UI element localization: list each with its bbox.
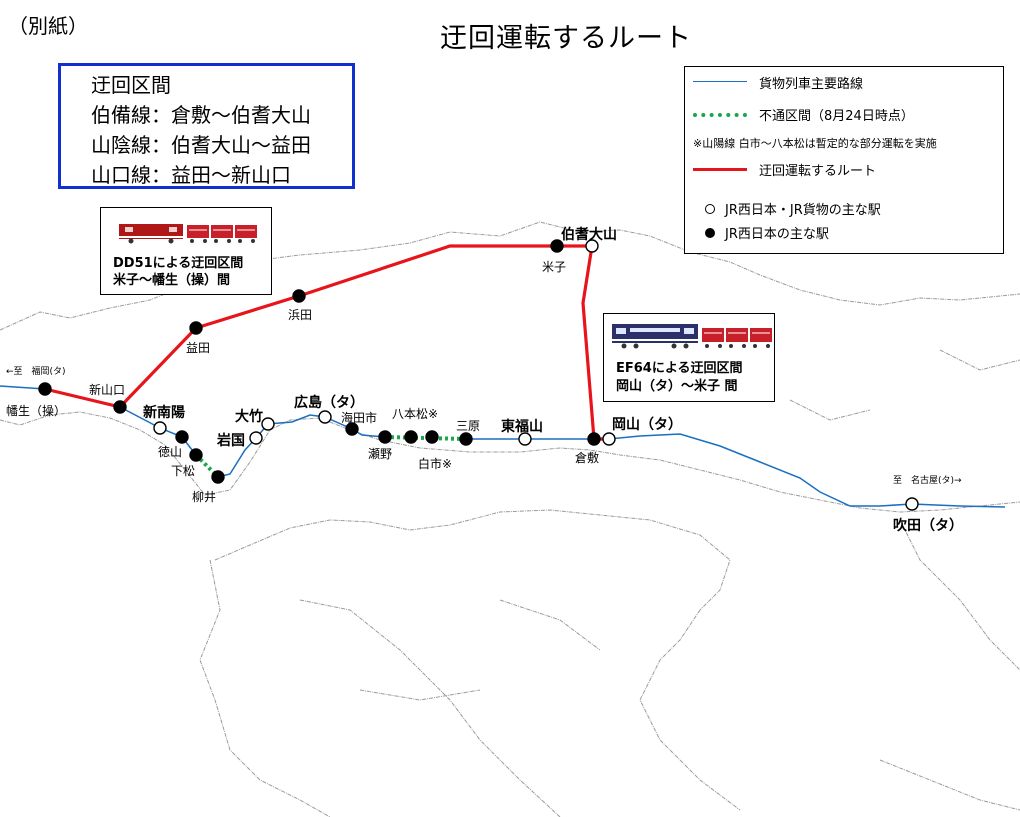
station-label-mihara: 三原 [456,419,481,433]
ef64-callout-line2: 岡山（タ）～米子 間 [616,379,738,394]
station-label-shin-nanyo: 新南陽 [143,405,185,421]
station-marker-kudamatsu [189,448,203,462]
ef64-callout: EF64による迂回区間 岡山（タ）～米子 間 [603,313,775,402]
legend-detour-label: 迂回運転するルート [759,164,877,179]
station-marker-hamada [292,289,306,303]
station-markers [38,239,919,511]
legend-detour-swatch [693,168,747,171]
station-label-hamada: 浜田 [288,308,313,322]
station-marker-mihara [459,432,473,446]
legend-closed-section-swatch [693,113,747,117]
station-label-okayama: 岡山（タ） [612,417,682,433]
station-marker-masuda [189,321,203,335]
station-label-hatabu: 幡生（操） [6,404,67,418]
station-marker-shin-nanyo [153,421,167,435]
legend-note: ※山陽線 白市～八本松は暫定的な部分運転を実施 [693,137,937,150]
detour-box-line-yamaguchi: 山口線：益田～新山口 [91,163,291,187]
dd51-locomotive-icon [119,224,257,244]
detour-sections-box: 迂回区間 伯備線：倉敷～伯耆大山 山陰線：伯耆大山～益田 山口線：益田～新山口 [58,63,355,189]
station-marker-hoki-daisen [585,239,599,253]
detour-route [44,244,609,441]
station-label-shin-yamaguchi: 新山口 [89,383,126,397]
station-label-seno: 瀬野 [368,447,393,461]
station-marker-otake [261,417,275,431]
ef64-callout-line1: EF64による迂回区間 [616,361,743,376]
station-label-hoki-daisen: 伯耆大山 [561,227,617,243]
station-marker-okayama [602,432,616,446]
station-marker-hachihommatsu [404,430,418,444]
station-marker-higashi-fukuyama [518,432,532,446]
detour-box-heading: 迂回区間 [91,73,171,97]
legend-closed-section-label: 不通区間（8月24日時点） [759,109,914,124]
detour-box-line-hakubi: 伯備線：倉敷～伯耆大山 [91,103,311,127]
detour-box-line-san-in: 山陰線：伯耆大山～益田 [91,133,311,157]
station-marker-yonago [550,239,564,253]
station-label-higashi-fukuyama: 東福山 [501,419,543,435]
document-label: （別紙） [8,14,88,38]
station-label-masuda: 益田 [186,341,211,355]
station-label-kaitaichi: 海田市 [341,411,378,425]
coastline-outlines [0,221,1020,817]
freight-car-icon [187,225,257,243]
station-label-tokuyama: 徳山 [158,445,183,459]
legend: 貨物列車主要路線 不通区間（8月24日時点） ※山陽線 白市～八本松は暫定的な部… [684,66,1004,254]
station-marker-hiroshima [318,410,332,424]
legend-open-station-icon [705,204,715,214]
ef64-locomotive-icon [612,324,772,349]
station-marker-kaitaichi [345,422,359,436]
station-marker-iwakuni [249,431,263,445]
station-label-yanai: 柳井 [192,490,217,504]
station-label-yonago: 米子 [542,260,567,274]
dd51-callout-line2: 米子～幡生（操）間 [113,273,231,288]
legend-station-freight-label: JR西日本・JR貨物の主な駅 [725,203,881,218]
station-label-hiroshima: 広島（タ） [294,395,364,411]
legend-main-line-label: 貨物列車主要路線 [759,77,864,92]
dd51-callout-line1: DD51による迂回区間 [113,256,244,271]
direction-to-nagoya: 至 名古屋(タ)→ [893,476,962,486]
station-marker-seno [378,430,392,444]
legend-main-line-swatch [693,81,747,82]
legend-station-jrw-label: JR西日本の主な駅 [725,227,829,242]
station-marker-saijo [425,430,439,444]
station-marker-tokuyama [175,430,189,444]
station-label-saijo: 白市※ [418,457,453,471]
station-label-otake: 大竹 [235,409,263,425]
station-marker-hatabu [38,382,52,396]
station-marker-shin-yamaguchi [113,400,127,414]
page-title: 迂回運転するルート [440,23,692,54]
station-label-suita: 吹田（タ） [893,518,963,534]
station-label-iwakuni: 岩国 [217,433,245,449]
station-label-kurashiki: 倉敷 [575,451,600,465]
legend-filled-station-icon [705,228,715,238]
direction-to-fukuoka: ←至 福岡(タ) [6,367,66,377]
station-marker-kurashiki [587,432,601,446]
station-label-hachihommatsu: 八本松※ [392,407,439,421]
station-label-kudamatsu: 下松 [171,464,196,478]
station-marker-suita [905,497,919,511]
station-marker-yanai [211,470,225,484]
dd51-callout: DD51による迂回区間 米子～幡生（操）間 [100,207,272,295]
